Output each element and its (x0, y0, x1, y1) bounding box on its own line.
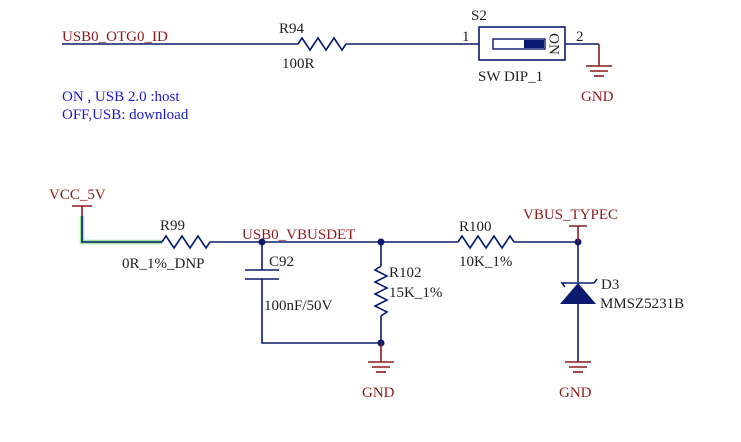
ref-c92: C92 (269, 254, 294, 270)
value-r100: 10K_1% (459, 254, 512, 270)
zener-diode-d3-cathode-bar (560, 278, 598, 288)
dip-switch-s2-slot (492, 38, 546, 50)
gnd-label-top: GND (581, 89, 614, 105)
power-label-vcc-5v: VCC_5V (49, 187, 106, 203)
value-d3: MMSZ5231B (600, 296, 684, 312)
value-c92: 100nF/50V (264, 298, 333, 314)
dip-switch-s2-on-label: ON (546, 33, 562, 55)
resistor-r94-symbol (297, 36, 347, 52)
otg-id-circuit: USB0_OTG0_ID R94 100R ON S2 1 2 SW DIP_1… (62, 8, 614, 123)
wire-highlight-selection (79, 216, 162, 245)
dip-switch-s2-knob (524, 40, 544, 48)
s2-pin-2: 2 (576, 29, 584, 45)
vbus-detect-circuit: VCC_5V R99 0R_1%_DNP USB0_VBUSDET C92 10… (49, 187, 684, 401)
ref-d3: D3 (601, 277, 619, 293)
ref-r99: R99 (160, 218, 185, 234)
net-label-usb0-vbusdet: USB0_VBUSDET (242, 227, 355, 243)
value-r94: 100R (282, 56, 315, 72)
note-on-host: ON , USB 2.0 :host (62, 89, 180, 105)
power-label-vbus-typec: VBUS_TYPEC (523, 207, 618, 223)
resistor-r99-symbol (161, 234, 211, 250)
net-label-usb0-otg0-id: USB0_OTG0_ID (62, 29, 168, 45)
s2-pin-1: 1 (462, 29, 470, 45)
note-off-download: OFF,USB: download (62, 107, 189, 123)
gnd-label-bottom-right: GND (559, 385, 592, 401)
wire-vcc-to-r99 (81, 216, 162, 243)
gnd-label-bottom-left: GND (362, 385, 395, 401)
value-r99: 0R_1%_DNP (122, 256, 205, 272)
zener-diode-d3-triangle (560, 283, 596, 304)
ref-s2: S2 (471, 8, 487, 24)
ref-r102: R102 (389, 265, 422, 281)
ref-r100: R100 (459, 219, 492, 235)
value-r102: 15K_1% (389, 285, 442, 301)
value-s2: SW DIP_1 (478, 69, 543, 85)
resistor-r100-symbol (457, 234, 515, 250)
ref-r94: R94 (279, 21, 305, 37)
resistor-r102-symbol (373, 265, 389, 317)
wire-c92-to-gnd (261, 279, 381, 344)
